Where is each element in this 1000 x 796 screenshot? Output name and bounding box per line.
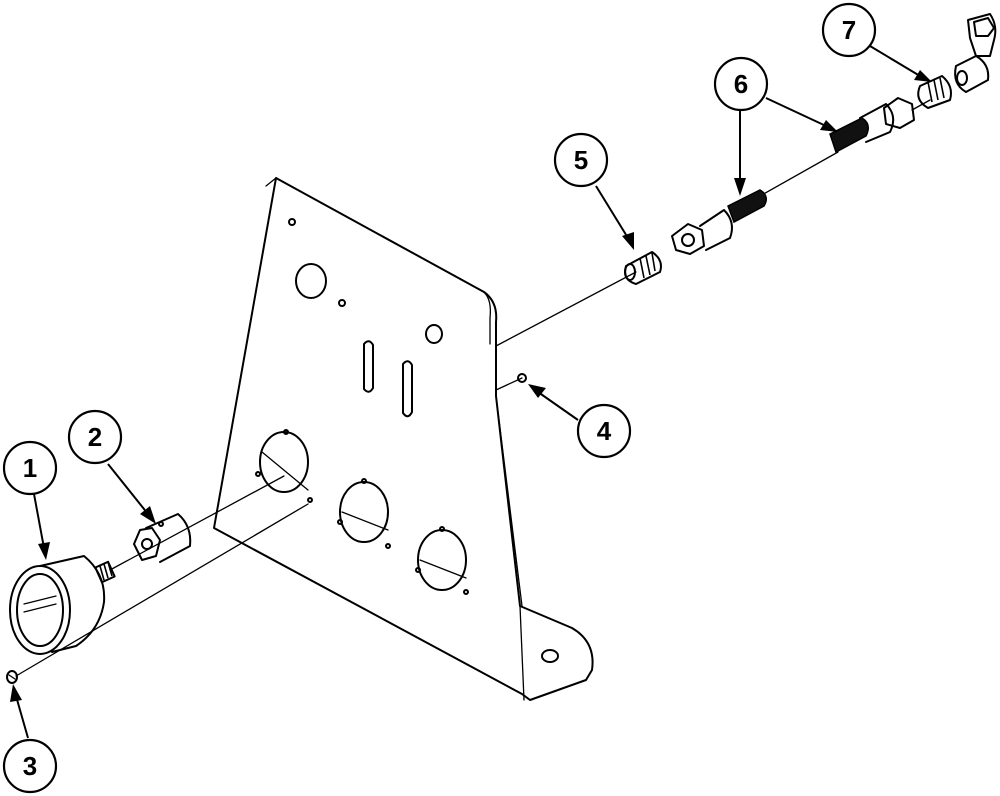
callout-2: 2	[67, 409, 123, 465]
mounting-plate	[213, 177, 594, 701]
assembly-lines	[15, 99, 931, 677]
callout-6: 6	[713, 56, 769, 112]
callout-leaders	[10, 45, 932, 739]
gauge	[9, 555, 116, 655]
hose-assembly	[671, 97, 915, 255]
callout-1-label: 1	[23, 453, 37, 483]
elbow-fitting	[917, 13, 997, 109]
callout-2-label: 2	[88, 422, 102, 452]
callout-6-label: 6	[734, 69, 748, 99]
callout-5-label: 5	[574, 145, 588, 175]
callout-1: 1	[2, 440, 58, 496]
callout-7-label: 7	[842, 15, 856, 45]
screw	[6, 670, 18, 684]
callout-3-label: 3	[23, 751, 37, 781]
callout-4: 4	[576, 403, 632, 459]
fitting	[624, 251, 662, 285]
callout-4-label: 4	[597, 416, 612, 446]
adapter-nut	[133, 513, 192, 563]
callout-5: 5	[553, 132, 609, 188]
callout-7: 7	[821, 2, 877, 58]
callout-3: 3	[2, 738, 58, 794]
plug-ball	[517, 373, 527, 383]
